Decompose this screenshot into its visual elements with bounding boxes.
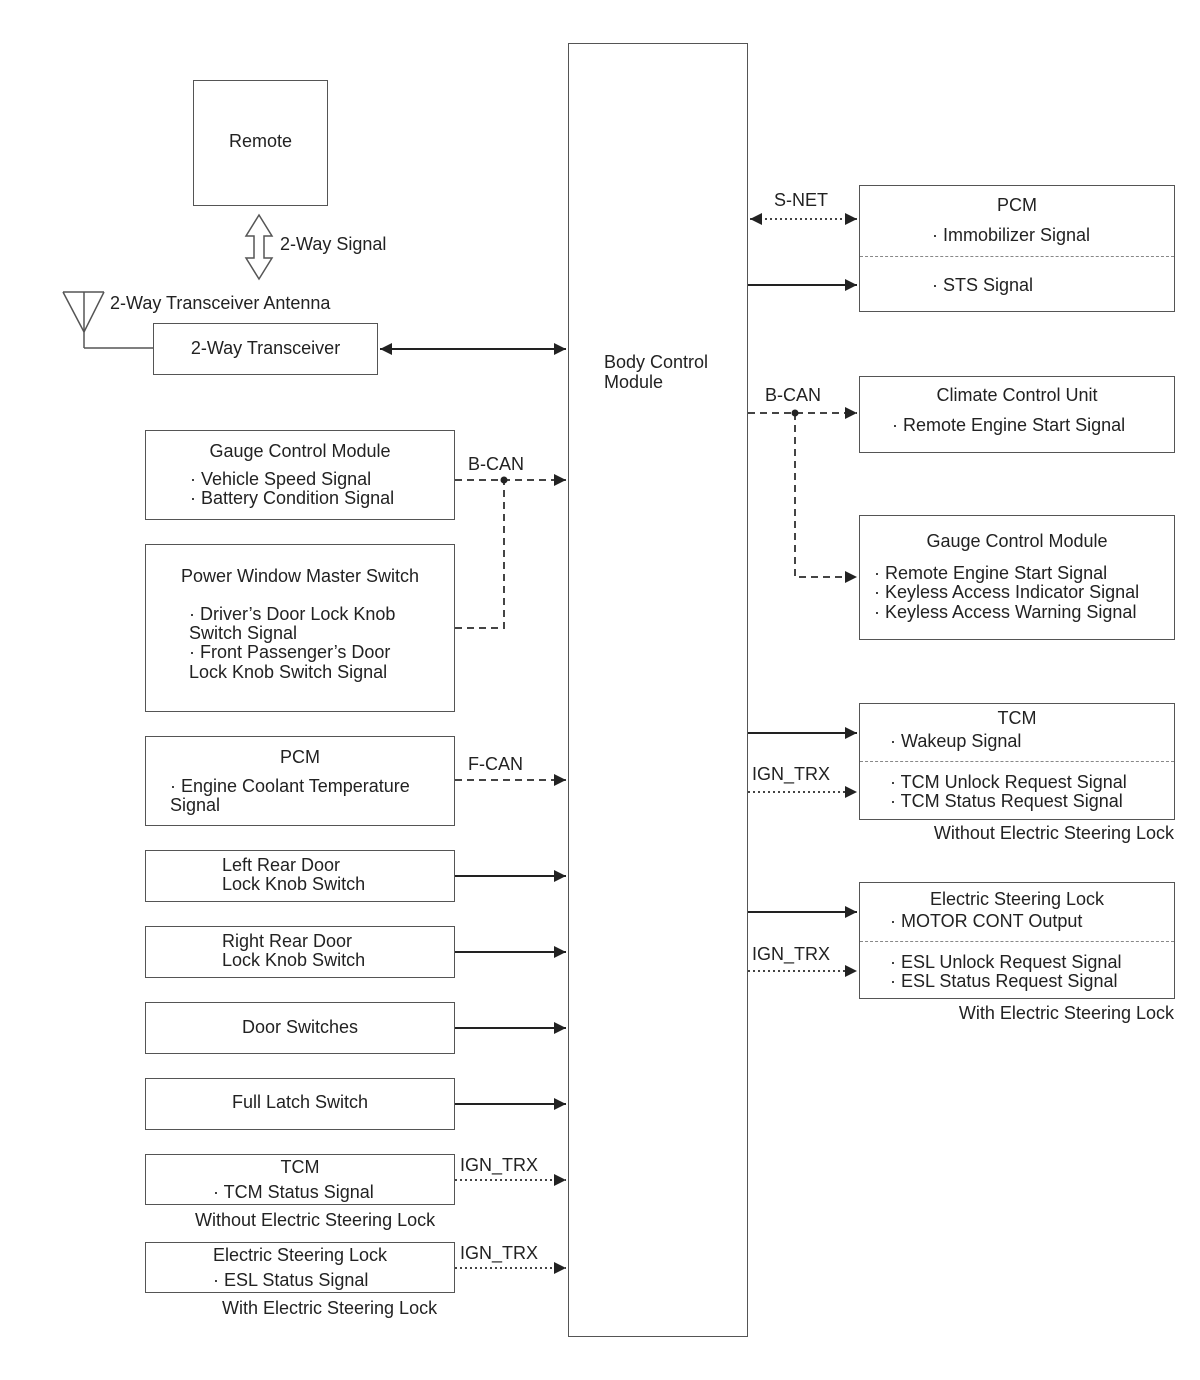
- left-pwms-line3: · Front Passenger’s Door: [189, 642, 391, 662]
- right-tcm-separator: [860, 761, 1174, 762]
- left-tcm-bus-label: IGN_TRX: [460, 1155, 539, 1175]
- right-tcm-bus-label: IGN_TRX: [752, 764, 831, 784]
- left-esl-title: Electric Steering Lock: [212, 1245, 388, 1265]
- right-esl-line1: · MOTOR CONT Output: [890, 911, 1083, 931]
- left-bcan-junction: [500, 476, 508, 484]
- left-pwms-line1: · Driver’s Door Lock Knob: [189, 604, 396, 624]
- left-gcm-line2: · Battery Condition Signal: [190, 488, 395, 508]
- right-esl-title: Electric Steering Lock: [929, 889, 1105, 909]
- left-lrd-box: [145, 850, 455, 902]
- left-door-switches-label: Door Switches: [241, 1017, 359, 1037]
- left-tcm-box: [145, 1154, 455, 1205]
- right-esl-line2: · ESL Unlock Request Signal: [890, 952, 1122, 972]
- right-gcm-line3: · Keyless Access Warning Signal: [874, 602, 1137, 622]
- right-pcm-title: PCM: [997, 195, 1037, 215]
- left-esl-box: [145, 1242, 455, 1293]
- snet-label: S-NET: [774, 190, 828, 210]
- left-esl-line1: · ESL Status Signal: [213, 1270, 369, 1290]
- right-tcm-line1: · Wakeup Signal: [890, 731, 1022, 751]
- two-way-signal-arrow: [244, 213, 274, 281]
- right-ccu-box: [859, 376, 1175, 453]
- left-door-switches-box: [145, 1002, 455, 1054]
- left-lrd-line1: Left Rear Door: [222, 855, 341, 875]
- left-pwms-title: Power Window Master Switch: [180, 566, 420, 586]
- left-tcm-caption: Without Electric Steering Lock: [195, 1210, 436, 1230]
- left-esl-caption: With Electric Steering Lock: [222, 1298, 438, 1318]
- left-pcm-title: PCM: [280, 747, 320, 767]
- right-pcm-separator: [860, 256, 1174, 257]
- right-esl-caption: With Electric Steering Lock: [958, 1003, 1174, 1023]
- left-pwms-box: [145, 544, 455, 712]
- right-gcm-line1: · Remote Engine Start Signal: [874, 563, 1108, 583]
- left-tcm-line1: · TCM Status Signal: [213, 1182, 374, 1202]
- remote-label: Remote: [228, 131, 293, 151]
- bcm-label: Body Control Module: [604, 352, 709, 392]
- right-esl-line3: · ESL Status Request Signal: [890, 971, 1118, 991]
- remote-box: [193, 80, 328, 206]
- right-pcm-line2: · STS Signal: [932, 275, 1034, 295]
- left-pcm-box: [145, 736, 455, 826]
- left-gcm-box: [145, 430, 455, 520]
- left-lrd-line2: Lock Knob Switch: [222, 874, 366, 894]
- right-pcm-line1: · Immobilizer Signal: [932, 225, 1091, 245]
- left-esl-bus-label: IGN_TRX: [460, 1243, 539, 1263]
- right-bcan-junction: [791, 409, 799, 417]
- left-pcm-line1: · Engine Coolant Temperature: [170, 776, 410, 796]
- right-esl-bus-label: IGN_TRX: [752, 944, 831, 964]
- right-gcm-title: Gauge Control Module: [926, 531, 1108, 551]
- right-pcm-box: [859, 185, 1175, 312]
- left-rrd-box: [145, 926, 455, 978]
- left-pcm-line2: Signal: [170, 795, 221, 815]
- left-pwms-line4: Lock Knob Switch Signal: [189, 662, 388, 682]
- antenna-icon: [62, 291, 153, 349]
- right-tcm-title: TCM: [997, 708, 1037, 728]
- left-full-latch-box: [145, 1078, 455, 1130]
- pwms-bcan-branch: [455, 480, 505, 629]
- right-tcm-line2: · TCM Unlock Request Signal: [890, 772, 1127, 792]
- right-esl-separator: [860, 941, 1174, 942]
- right-ccu-line1: · Remote Engine Start Signal: [892, 415, 1126, 435]
- left-rrd-line1: Right Rear Door: [222, 931, 353, 951]
- right-gcm-line2: · Keyless Access Indicator Signal: [874, 582, 1140, 602]
- right-bcan-label: B-CAN: [765, 385, 822, 405]
- right-tcm-line3: · TCM Status Request Signal: [890, 791, 1123, 811]
- transceiver-box: [153, 323, 378, 375]
- left-gcm-title: Gauge Control Module: [209, 441, 391, 461]
- bcm-box: [568, 43, 748, 1337]
- right-esl-box: [859, 882, 1175, 999]
- right-gcm-box: [859, 515, 1175, 640]
- left-pwms-line2: Switch Signal: [189, 623, 298, 643]
- right-gcm-bcan-branch: [794, 413, 857, 583]
- left-full-latch-label: Full Latch Switch: [231, 1092, 369, 1112]
- right-tcm-caption: Without Electric Steering Lock: [933, 823, 1174, 843]
- left-rrd-line2: Lock Knob Switch: [222, 950, 366, 970]
- left-gcm-line1: · Vehicle Speed Signal: [190, 469, 372, 489]
- two-way-signal-label: 2-Way Signal: [280, 234, 387, 254]
- left-fcan-label: F-CAN: [468, 754, 523, 774]
- antenna-label: 2-Way Transceiver Antenna: [110, 293, 331, 313]
- transceiver-label: 2-Way Transceiver: [190, 338, 341, 358]
- right-ccu-title: Climate Control Unit: [936, 385, 1098, 405]
- left-tcm-title: TCM: [280, 1157, 320, 1177]
- left-bcan-label: B-CAN: [468, 454, 525, 474]
